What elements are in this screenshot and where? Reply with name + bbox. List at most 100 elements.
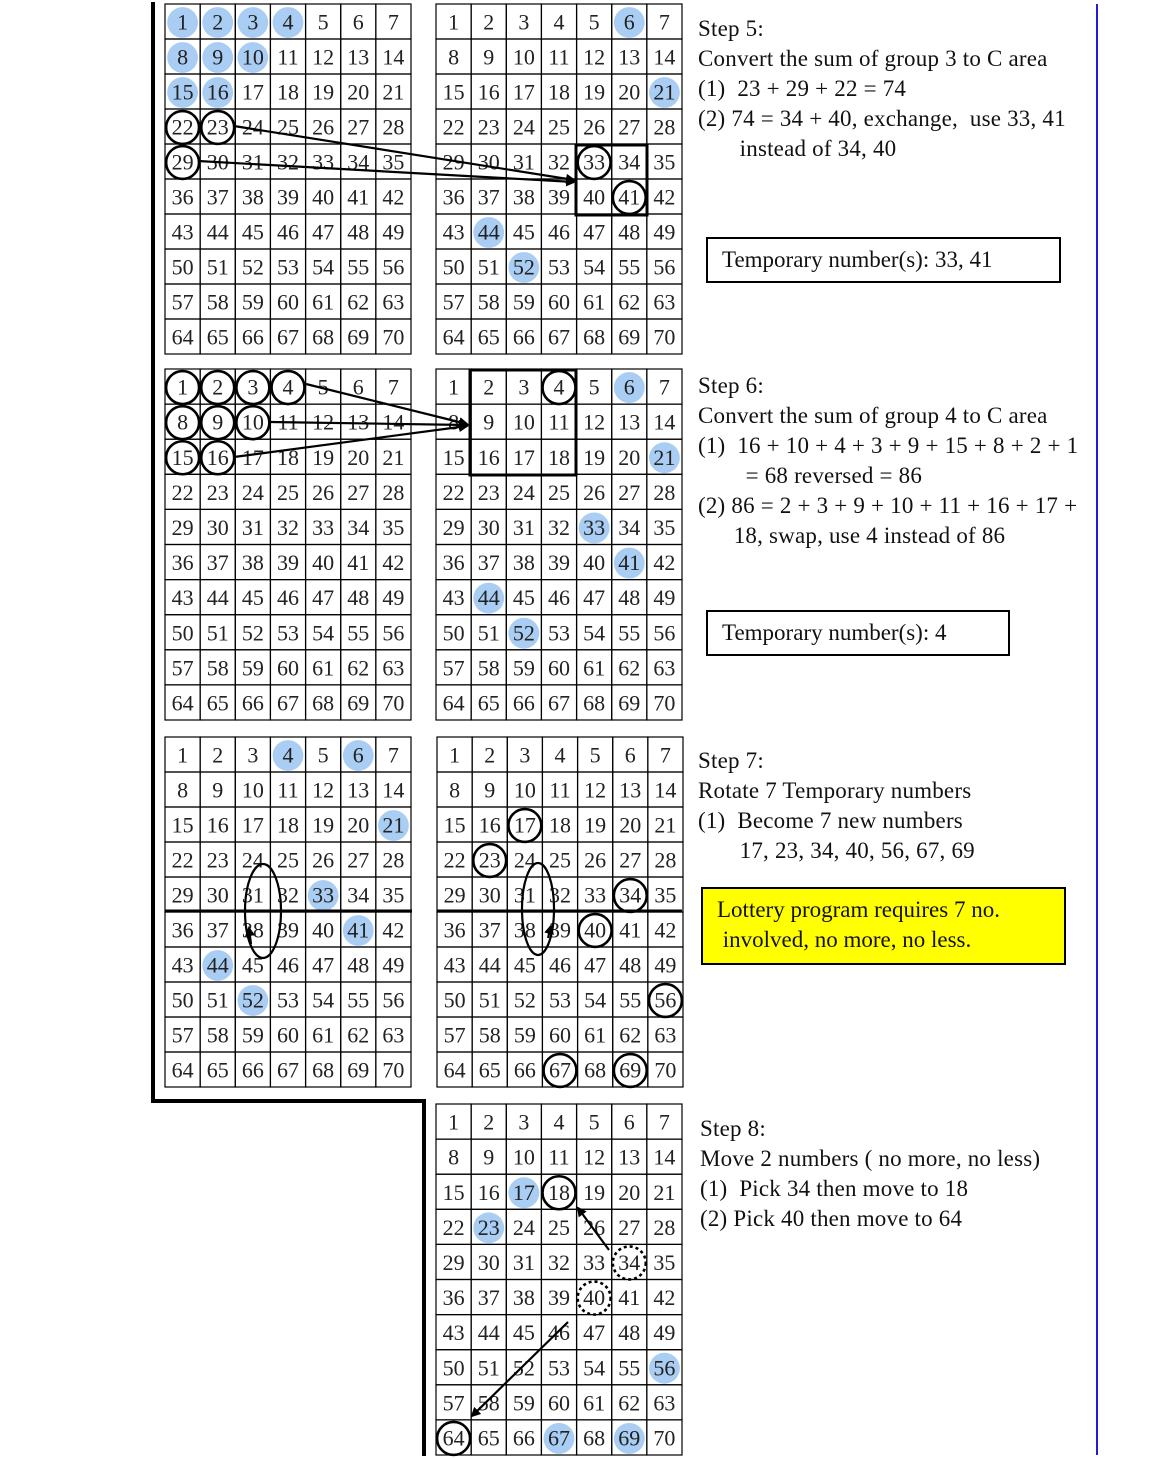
- cell-number-30: 30: [478, 1250, 500, 1275]
- cell-number-14: 14: [653, 1145, 675, 1170]
- cell-number-6: 6: [353, 375, 364, 400]
- cell-number-30: 30: [478, 150, 500, 175]
- cell-number-15: 15: [172, 445, 194, 470]
- cell-number-3: 3: [247, 10, 258, 35]
- cell-number-41: 41: [618, 1285, 640, 1310]
- cell-number-45: 45: [513, 585, 535, 610]
- cell-number-5: 5: [589, 375, 600, 400]
- cell-number-4: 4: [554, 375, 565, 400]
- cell-number-38: 38: [514, 918, 536, 943]
- cell-number-21: 21: [653, 1180, 675, 1205]
- grid-cell: [375, 318, 412, 355]
- cell-number-8: 8: [177, 45, 188, 70]
- s7-left-rotate-loop: [243, 862, 283, 960]
- step7-note-box: Lottery program requires 7 no. involved,…: [701, 887, 1066, 965]
- cell-number-21: 21: [653, 445, 675, 470]
- cell-number-22: 22: [444, 848, 466, 873]
- cell-number-24: 24: [513, 115, 535, 140]
- step7-note-line-2: involved, no more, no less.: [717, 927, 972, 952]
- cell-number-47: 47: [583, 585, 605, 610]
- cell-number-10: 10: [242, 778, 264, 803]
- cell-number-19: 19: [584, 813, 606, 838]
- cell-number-22: 22: [172, 848, 194, 873]
- cell-number-54: 54: [583, 255, 605, 280]
- cell-number-57: 57: [172, 1023, 194, 1048]
- cell-number-56: 56: [382, 988, 404, 1013]
- cell-number-51: 51: [478, 255, 500, 280]
- cell-number-53: 53: [277, 620, 299, 645]
- cell-number-43: 43: [172, 953, 194, 978]
- cell-number-24: 24: [242, 480, 264, 505]
- cell-number-23: 23: [207, 480, 229, 505]
- cell-number-38: 38: [242, 550, 264, 575]
- cell-number-48: 48: [347, 953, 369, 978]
- s7-right-rotate-loop: [520, 861, 556, 957]
- cell-number-61: 61: [312, 655, 334, 680]
- cell-number-50: 50: [443, 255, 465, 280]
- cell-number-10: 10: [242, 410, 264, 435]
- highlight-dot-8: [167, 42, 198, 73]
- cell-number-23: 23: [478, 1215, 500, 1240]
- cell-number-45: 45: [514, 953, 536, 978]
- cell-number-70: 70: [382, 325, 404, 350]
- step7-note-line-1: Lottery program requires 7 no.: [717, 897, 1000, 922]
- cell-number-21: 21: [653, 80, 675, 105]
- cell-number-26: 26: [312, 480, 334, 505]
- step6-line-4: (2) 86 = 2 + 3 + 9 + 10 + 11 + 16 + 17 +: [698, 493, 1078, 518]
- cell-number-5: 5: [589, 1110, 600, 1135]
- cell-number-28: 28: [653, 480, 675, 505]
- cell-number-35: 35: [653, 1250, 675, 1275]
- cell-number-46: 46: [549, 953, 571, 978]
- cell-number-54: 54: [312, 255, 334, 280]
- cell-number-44: 44: [207, 585, 229, 610]
- cell-number-41: 41: [618, 550, 640, 575]
- cell-number-4: 4: [283, 375, 294, 400]
- cell-number-59: 59: [242, 1023, 264, 1048]
- cell-number-3: 3: [247, 743, 258, 768]
- step7-line-1: Rotate 7 Temporary numbers: [698, 778, 972, 803]
- cell-number-27: 27: [618, 1215, 640, 1240]
- cell-number-59: 59: [242, 290, 264, 315]
- cell-number-26: 26: [312, 115, 334, 140]
- cell-number-32: 32: [277, 883, 299, 908]
- cell-number-4: 4: [554, 10, 565, 35]
- cell-number-41: 41: [619, 918, 641, 943]
- step5-title: Step 5:: [698, 16, 764, 41]
- cell-number-30: 30: [479, 883, 501, 908]
- cell-number-53: 53: [549, 988, 571, 1013]
- cell-number-39: 39: [548, 550, 570, 575]
- cell-number-12: 12: [583, 45, 605, 70]
- cell-number-17: 17: [513, 80, 535, 105]
- cell-number-25: 25: [549, 848, 571, 873]
- cell-number-52: 52: [242, 988, 264, 1013]
- cell-number-21: 21: [382, 813, 404, 838]
- highlight-dot-1: [167, 7, 198, 38]
- cell-number-58: 58: [479, 1023, 501, 1048]
- highlight-dot-33: [578, 512, 610, 544]
- cell-number-15: 15: [443, 445, 465, 470]
- cell-number-58: 58: [478, 1390, 500, 1415]
- cell-number-59: 59: [242, 655, 264, 680]
- cell-number-41: 41: [347, 185, 369, 210]
- cell-number-53: 53: [548, 1355, 570, 1380]
- grid-cell: [646, 318, 683, 355]
- cell-number-58: 58: [207, 655, 229, 680]
- cell-number-37: 37: [207, 185, 229, 210]
- cell-number-40: 40: [312, 918, 334, 943]
- cell-number-25: 25: [277, 848, 299, 873]
- cell-number-51: 51: [479, 988, 501, 1013]
- cell-number-70: 70: [653, 1425, 675, 1450]
- cell-number-17: 17: [242, 445, 264, 470]
- cell-number-62: 62: [618, 655, 640, 680]
- cell-number-48: 48: [347, 585, 369, 610]
- highlight-dot-44: [202, 950, 234, 981]
- cell-number-51: 51: [478, 620, 500, 645]
- step5-line-2: (1) 23 + 29 + 22 = 74: [698, 76, 907, 101]
- cell-number-5: 5: [318, 375, 329, 400]
- cell-number-50: 50: [443, 620, 465, 645]
- cell-number-28: 28: [653, 115, 675, 140]
- cell-number-11: 11: [549, 778, 570, 803]
- cell-number-69: 69: [618, 325, 640, 350]
- cell-number-59: 59: [513, 655, 535, 680]
- cell-number-42: 42: [382, 550, 404, 575]
